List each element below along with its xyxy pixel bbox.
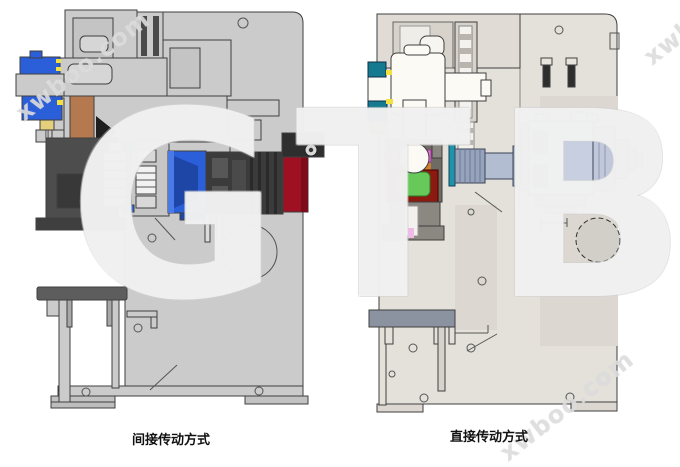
left-foot-pad-direct [376, 403, 424, 413]
flywheel-bore-circle [222, 224, 278, 280]
table-top-direct [368, 309, 456, 328]
frame-hole-direct [554, 25, 564, 35]
bolt [540, 57, 553, 66]
bearing-flange-upper [19, 56, 61, 75]
frame-bracket [126, 310, 158, 318]
table-top [36, 286, 128, 301]
bearing-teal-upper [367, 61, 387, 78]
rod-ball-end [398, 142, 430, 174]
dashed-bore-circle [575, 217, 621, 263]
crank-head-assembly [47, 9, 280, 155]
motor-terminal-box [281, 132, 325, 158]
caption-indirect-drive: 间接传动方式 [131, 433, 210, 448]
motor-foot [535, 194, 587, 207]
frame-hole [237, 17, 249, 29]
ball-seat-green [395, 171, 431, 197]
servo-motor-direct [520, 111, 644, 214]
pin-pink [390, 149, 399, 163]
motor-shaft-tip [635, 153, 644, 167]
crankshaft-bearings [15, 50, 65, 143]
right-foot-pad-direct [570, 401, 618, 412]
direct-drive-machine [367, 13, 644, 413]
servo-motor-indirect [167, 132, 325, 243]
indirect-drive-machine [15, 9, 325, 409]
bearing-flange-lower [21, 95, 63, 121]
right-foot-pad [244, 395, 309, 405]
drive-shaft [448, 141, 522, 187]
caption-direct-drive: 直接传动方式 [449, 430, 528, 445]
slide-ball-seat [381, 139, 445, 241]
worktable-direct [368, 309, 456, 406]
gear-train [102, 139, 170, 217]
worktable-indirect [36, 286, 128, 409]
bolt [565, 57, 578, 66]
